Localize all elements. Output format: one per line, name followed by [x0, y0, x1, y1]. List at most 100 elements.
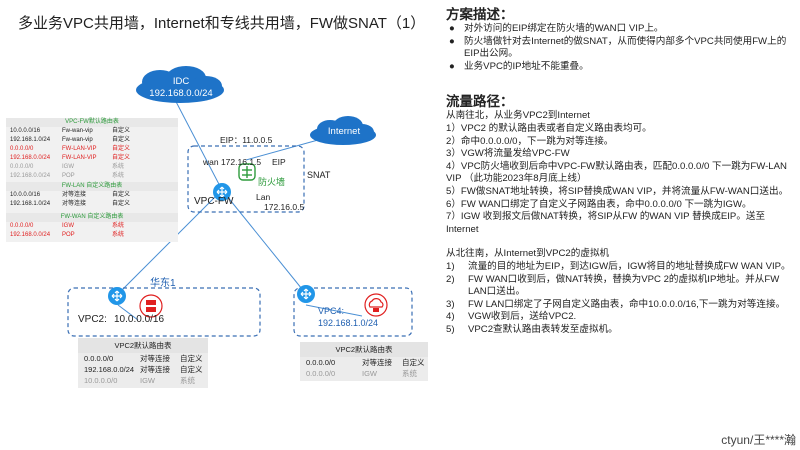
route-type: 自定义	[112, 201, 131, 207]
route-next-hop: IGW	[362, 369, 377, 378]
snat-label: SNAT	[307, 170, 331, 180]
route-next-hop: IGW	[140, 376, 155, 385]
south-step: 3）VGW将流量发给VPC-FW	[446, 148, 570, 160]
route-next-hop: 对等连接	[140, 365, 170, 374]
description-panel: 方案描述： ● 对外访问的EIP绑定在防火墙的WAN口 VIP上。 ● 防火墙做针对去…	[446, 6, 792, 336]
watermark: ctyun/王****瀚	[721, 433, 796, 447]
north-step: 4) VGW收到后，送给VPC2.	[446, 311, 792, 324]
table-row: 0.0.0.0/0 对等连接 自定义	[300, 357, 428, 368]
idc-fw-link	[171, 93, 223, 191]
north-intro: 从北往南，从Internet到VPC2的虚拟机	[446, 248, 610, 260]
route-destination: 0.0.0.0/0	[10, 146, 34, 152]
route-next-hop: 对等连接	[140, 354, 170, 363]
route-type: 自定义	[112, 137, 131, 143]
vpc2-server-icon	[139, 294, 163, 318]
route-destination: 192.168.0.0/24	[10, 155, 51, 161]
eip-label: EIP：11.0.0.5	[220, 135, 273, 145]
route-next-hop: POP	[62, 173, 75, 179]
scheme-item-text: 防火墙做针对去Internet的做SNAT，从而使得内部多个VPC共同使用FW上…	[464, 35, 787, 60]
route-destination: 0.0.0.0/0	[306, 369, 336, 378]
lan-ip: 172.16.0.5	[264, 202, 305, 212]
north-step: 2) FW WAN口收到后，做NAT转换，替换为VPC 2的虚拟机IP地址。并从F…	[446, 274, 792, 299]
idc-cloud	[136, 66, 224, 103]
step-number: 4)	[446, 311, 455, 323]
route-next-hop: IGW	[62, 164, 74, 170]
route-next-hop: 对等连接	[62, 201, 87, 207]
route-destination: 192.168.0.0/24	[84, 365, 135, 374]
fw-lan-table-title: FW-LAN 自定义路由表	[6, 182, 178, 191]
route-type: 系统	[112, 164, 125, 170]
idc-name: IDC	[172, 76, 190, 87]
route-destination: 0.0.0.0/0	[84, 354, 114, 363]
step-text: FW LAN口绑定了子网自定义路由表，命中10.0.0.0/16,下一跳为对等连…	[468, 298, 786, 310]
route-type: 自定义	[402, 358, 425, 367]
route-destination: 10.0.0.0/16	[10, 128, 41, 134]
vpc-fw-box	[187, 145, 305, 213]
route-next-hop: 对等连接	[362, 358, 392, 367]
step-number: 3)	[446, 298, 455, 310]
south-step: 2）命中0.0.0.0/0，下一跳为对等连接。	[446, 135, 614, 147]
north-step: 5)VPC2查默认路由表转发至虚拟机。	[446, 324, 792, 337]
bullet-dot: ●	[449, 60, 455, 72]
route-destination: 0.0.0.0/0	[306, 358, 336, 367]
step-number: 5)	[446, 323, 455, 335]
step-text: 流量的目的地址为EIP，到达IGW后，IGW将目的地址替换成FW WAN VIP…	[468, 260, 791, 272]
scheme-item-text: 对外访问的EIP绑定在防火墙的WAN口 VIP上。	[464, 23, 664, 34]
scheme-list: ● 对外访问的EIP绑定在防火墙的WAN口 VIP上。 ● 防火墙做针对去Intern…	[446, 23, 792, 73]
route-next-hop: 对等连接	[62, 192, 87, 198]
internet-cloud-label: Internet	[327, 126, 361, 137]
idc-cloud-label: IDC 192.168.0.0/24	[143, 76, 219, 100]
south-intro: 从南往北，从业务VPC2到Internet	[446, 110, 590, 122]
vpc4-cidr: 192.168.1.0/24	[318, 318, 379, 328]
fw-vpc4-link	[221, 189, 307, 295]
scheme-heading: 方案描述：	[446, 7, 514, 22]
wan-label: wan 172.16.1.5	[203, 157, 262, 167]
flow-heading: 流量路径：	[446, 94, 514, 110]
eip-short-label: EIP	[272, 157, 286, 167]
bullet-dot: ●	[449, 23, 455, 34]
fw-internet-link	[245, 139, 319, 161]
table-row: 192.168.0.0/24 FW-LAN-VIP 自定义	[6, 154, 178, 163]
fw-wan-table-title: FW-WAN 自定义路由表	[6, 213, 178, 222]
fw-default-table-title: VPC-FW默认路由表	[6, 118, 178, 127]
table-row: 192.168.1.0/24 对等连接 自定义	[6, 200, 178, 209]
route-next-hop: Fw-wan-vip	[62, 137, 93, 143]
network-diagram	[67, 66, 413, 337]
south-step: 6）FW WAN口绑定了自定义子网路由表，命中0.0.0.0/0 下一跳为IGW…	[446, 198, 752, 210]
route-destination: 192.168.1.0/24	[10, 201, 51, 207]
step-text: VGW收到后，送给VPC2.	[468, 311, 577, 323]
vpc2-box	[67, 287, 261, 337]
south-step: 5）FW做SNAT地址转换，将SIP替换成WAN VIP，并将流量从FW-WAN…	[446, 185, 789, 197]
route-type: 自定义	[112, 128, 131, 134]
idc-cidr: 192.168.0.0/24	[149, 88, 213, 99]
route-next-hop: FW-LAN-VIP	[62, 155, 97, 161]
route-next-hop: IGW	[62, 223, 74, 229]
internet-cloud	[310, 116, 376, 145]
route-next-hop: POP	[62, 232, 75, 238]
lan-label: Lan 172.16.0.5	[254, 192, 304, 212]
south-list: 1）VPC2 的默认路由表或者自定义路由表均可。2）命中0.0.0.0/0，下一…	[446, 123, 792, 236]
vpc4-box	[293, 287, 413, 337]
vpc4-table-title: VPC2默认路由表	[300, 342, 428, 357]
vpc2-label: VPC2:	[78, 314, 107, 325]
region-label: 华东1	[150, 278, 176, 289]
step-text: FW WAN口收到后，做NAT转换，替换为VPC 2的虚拟机IP地址。并从FW …	[468, 273, 780, 298]
step-number: 2)	[446, 273, 455, 285]
south-step: 7）IGW 收到报文后做NAT转换，将SIP从FW 的WAN VIP 替换成EI…	[446, 211, 766, 235]
route-type: 自定义	[112, 155, 131, 161]
vpc2-cidr: 10.0.0.0/16	[114, 314, 165, 325]
south-step: 4）VPC防火墙收到后命中VPC-FW默认路由表，匹配0.0.0.0/0 下一跳…	[446, 160, 787, 185]
vpc2-table-title: VPC2默认路由表	[78, 338, 208, 353]
